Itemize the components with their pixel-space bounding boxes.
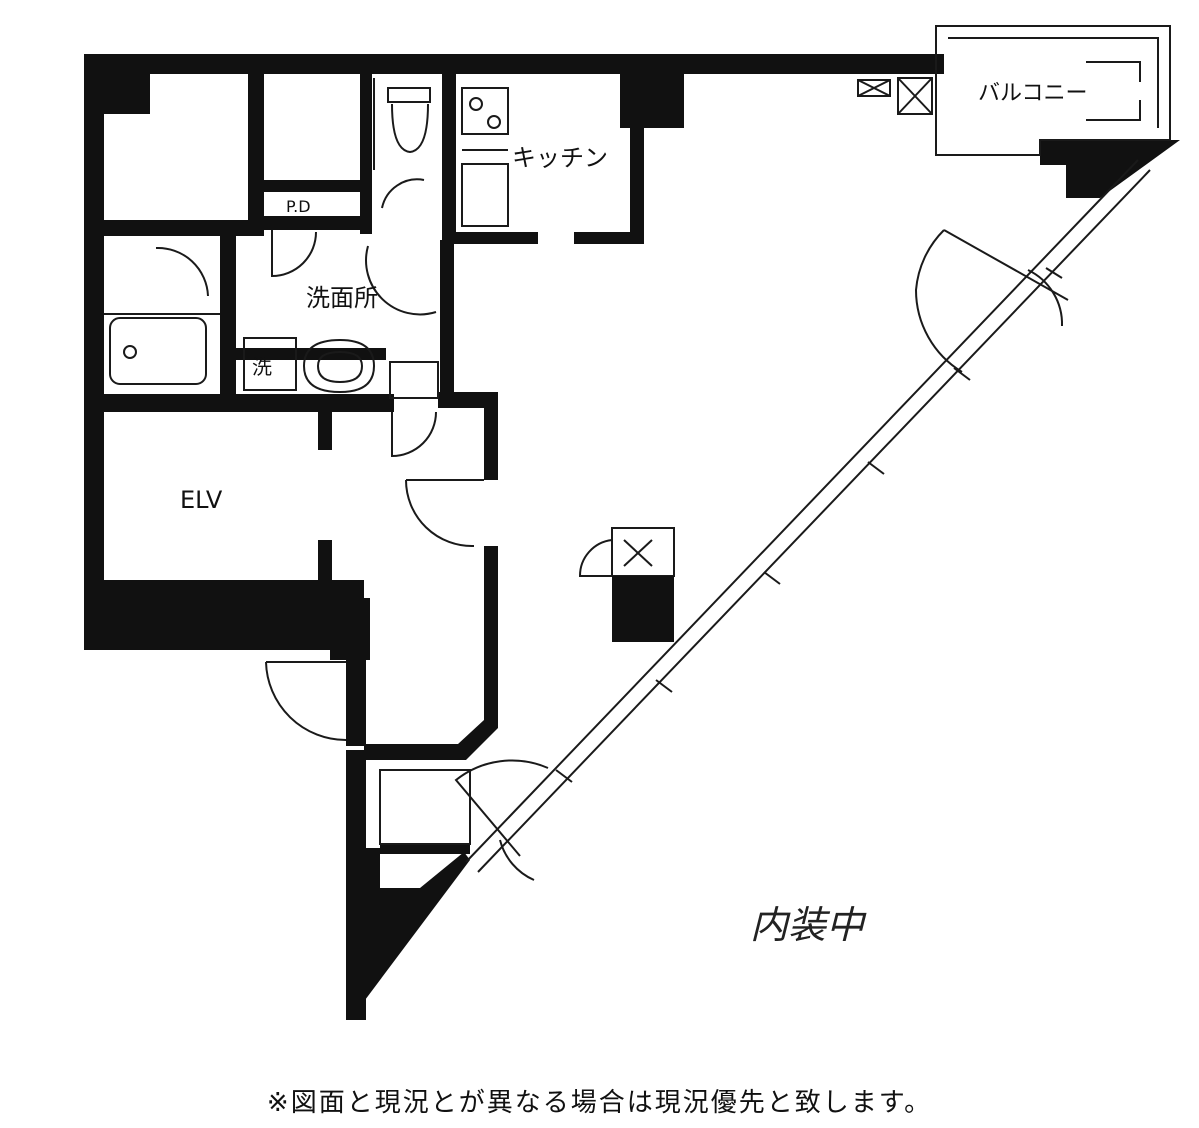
wall-utility-bottom	[380, 844, 470, 854]
wall-bath-top	[84, 220, 264, 236]
wall-elv-top-2	[324, 394, 394, 412]
closet-frame	[389, 361, 439, 399]
balcony-outline	[935, 25, 1171, 156]
wall-wash-left	[220, 228, 236, 408]
window-line-inner	[465, 159, 1139, 863]
wall-top	[84, 54, 944, 74]
washroom-label: 洗面所	[306, 284, 378, 312]
kitchen-stove	[461, 87, 509, 135]
wall-kitchen-right	[630, 74, 644, 244]
wall-entry-post	[346, 654, 366, 746]
handwritten-note: 内装中	[750, 903, 867, 947]
wall-elv-right-lower	[318, 540, 332, 600]
wall-kitchen-bottom-2	[574, 232, 644, 244]
kitchen-sink	[461, 163, 509, 227]
wall-elv-bottom-step	[330, 598, 370, 660]
wall-kitchen-bottom	[442, 232, 538, 244]
wall-toilet-right	[442, 74, 456, 240]
disclaimer-text: ※図面と現況とが異なる場合は現況優先と致します。	[266, 1088, 933, 1118]
wall-corridor-top-right	[438, 392, 498, 408]
balcony-inner	[948, 37, 1159, 128]
laundry-box	[243, 337, 297, 391]
wall-elv-top	[84, 394, 324, 412]
wall-pillar-kitchen	[620, 74, 684, 128]
wall-pd-top	[264, 180, 360, 192]
wall-left	[84, 54, 104, 650]
wall-corner-block	[104, 74, 150, 114]
wall-corridor-chamfer	[364, 720, 498, 760]
balcony-bracket	[1086, 61, 1141, 121]
elevator-label: ELV	[180, 486, 223, 514]
column-box	[611, 527, 675, 577]
wall-elv-right	[318, 410, 332, 450]
wall-pd-bottom	[264, 216, 360, 230]
door-window-lower	[454, 759, 549, 857]
interior-walls	[84, 74, 644, 854]
utility-room	[379, 769, 471, 845]
wall-storage-right	[360, 74, 372, 234]
balcony-label: バルコニー	[978, 81, 1088, 106]
wall-wash-right	[440, 240, 454, 396]
laundry-label: 洗	[252, 355, 272, 379]
washbasin	[302, 338, 376, 394]
wall-wash-bottom	[236, 348, 386, 360]
window-line-outer	[477, 169, 1151, 873]
column-fill	[612, 576, 674, 642]
wall-entry-left	[346, 750, 366, 1020]
bathtub	[109, 317, 207, 385]
wall-corridor-right	[484, 394, 498, 480]
wall-balcony-corner	[1040, 140, 1180, 198]
toilet	[387, 87, 431, 154]
door-window-upper	[914, 229, 963, 373]
wall-elv-bottom	[84, 580, 364, 650]
kitchen-label: キッチン	[512, 144, 608, 172]
vent-box-2	[897, 77, 933, 115]
pipe-shaft-label: P.D	[286, 197, 311, 216]
wall-room1-right	[248, 74, 264, 234]
vent-box-1	[857, 79, 891, 97]
wall-corridor-right-2	[484, 546, 498, 726]
wall-bottom-triangle	[346, 848, 470, 1020]
